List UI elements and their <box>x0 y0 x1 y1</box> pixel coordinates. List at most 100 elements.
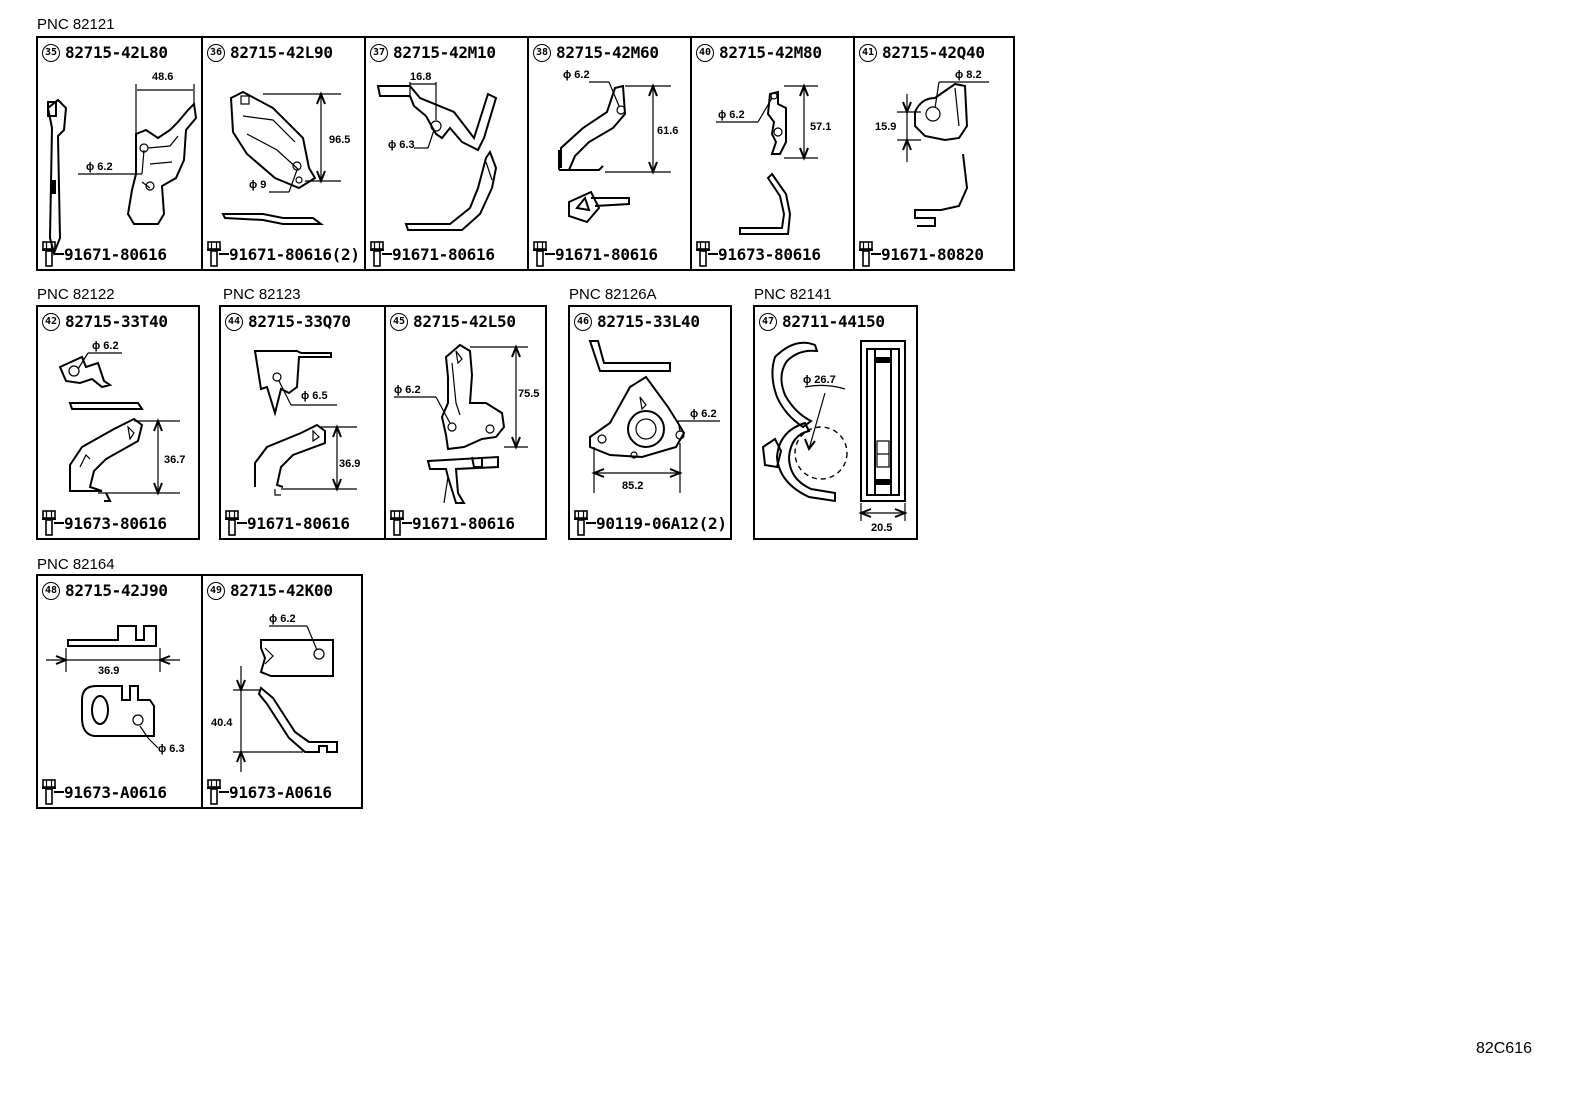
cell-38[interactable]: 38 82715-42M60 ϕ 6.2 61.6 91671-80616 <box>527 38 690 269</box>
ref-number-badge: 49 <box>207 581 225 600</box>
dim-label: ϕ 8.2 <box>955 69 982 81</box>
bolt-callout: 91671-80616 <box>533 241 658 267</box>
dim-label: 61.6 <box>657 125 678 137</box>
cell-47[interactable]: 47 82711-44150 ϕ 26.7 20.5 <box>755 307 916 538</box>
cell-40[interactable]: 40 82715-42M80 ϕ 6.2 57.1 91673-80616 <box>690 38 853 269</box>
cell-header: 35 82715-42L80 <box>42 43 168 62</box>
leader-line <box>545 253 555 255</box>
dim-label: 36.7 <box>164 454 185 466</box>
bolt-part-number[interactable]: 91673-A0616 <box>229 782 332 802</box>
part-number[interactable]: 82715-33T40 <box>65 312 168 331</box>
bolt-callout: 91671-80616 <box>370 241 495 267</box>
pnc-label-82121: PNC 82121 <box>37 16 115 33</box>
ref-number-badge: 35 <box>42 43 60 62</box>
part-number[interactable]: 82715-42K00 <box>230 581 333 600</box>
cell-44[interactable]: 44 82715-33Q70 ϕ 6.5 36.9 91671-80616 <box>221 307 384 538</box>
bolt-callout: 90119-06A12(2) <box>574 510 727 536</box>
ref-number-badge: 38 <box>533 43 551 62</box>
leader-line <box>54 522 64 524</box>
cell-header: 45 82715-42L50 <box>390 312 516 331</box>
dim-label: 40.4 <box>211 717 233 729</box>
bolt-part-number[interactable]: 91671-80616 <box>247 513 350 533</box>
dim-label: 96.5 <box>329 134 350 146</box>
bolt-callout: 91671-80616 <box>390 510 515 536</box>
pnc-label-82126a: PNC 82126A <box>569 286 657 303</box>
clamp-drawing: ϕ 26.7 20.5 <box>761 340 908 534</box>
bolt-part-number[interactable]: 91671-80616 <box>64 244 167 264</box>
bracket-drawing: 48.6 ϕ 6.2 <box>46 71 198 257</box>
part-number[interactable]: 82715-42L90 <box>230 43 333 62</box>
part-number[interactable]: 82715-33L40 <box>597 312 700 331</box>
part-number[interactable]: 82715-42M10 <box>393 43 496 62</box>
cell-header: 48 82715-42J90 <box>42 581 168 600</box>
cell-35[interactable]: 35 82715-42L80 48.6 ϕ 6.2 91671-80616 <box>38 38 201 269</box>
ref-number-badge: 46 <box>574 312 592 331</box>
cell-48[interactable]: 48 82715-42J90 36.9 ϕ 6.3 91673-A0616 <box>38 576 201 807</box>
bracket-drawing: ϕ 8.2 15.9 <box>875 69 989 227</box>
part-number[interactable]: 82715-33Q70 <box>248 312 351 331</box>
bolt-part-number[interactable]: 91673-80616 <box>64 513 167 533</box>
bracket-drawing: ϕ 6.2 57.1 <box>716 83 831 235</box>
dim-label: 36.9 <box>339 458 360 470</box>
part-number[interactable]: 82715-42L50 <box>413 312 516 331</box>
bolt-part-number[interactable]: 91671-80616 <box>555 244 658 264</box>
part-number[interactable]: 82715-42Q40 <box>882 43 985 62</box>
ref-number-badge: 47 <box>759 312 777 331</box>
dim-label: ϕ 6.5 <box>301 390 328 402</box>
dim-label: ϕ 6.2 <box>269 613 296 625</box>
cell-header: 40 82715-42M80 <box>696 43 822 62</box>
ref-number-badge: 41 <box>859 43 877 62</box>
bolt-callout: 91673-A0616 <box>42 779 167 805</box>
cell-header: 36 82715-42L90 <box>207 43 333 62</box>
cell-41[interactable]: 41 82715-42Q40 ϕ 8.2 15.9 91671-80820 <box>853 38 1016 269</box>
cell-header: 46 82715-33L40 <box>574 312 700 331</box>
part-number[interactable]: 82711-44150 <box>782 312 885 331</box>
leader-line <box>54 791 64 793</box>
dim-label: 16.8 <box>410 71 431 83</box>
bracket-drawing: ϕ 6.2 40.4 <box>211 613 338 772</box>
bolt-part-number[interactable]: 91673-A0616 <box>64 782 167 802</box>
cell-37[interactable]: 37 82715-42M10 16.8 ϕ 6.3 91671-80616 <box>364 38 527 269</box>
cell-42[interactable]: 42 82715-33T40 ϕ 6.2 36.7 91673-80616 <box>38 307 198 538</box>
bolt-part-number[interactable]: 91671-80616(2) <box>229 244 360 264</box>
dim-label: 15.9 <box>875 121 896 133</box>
part-number[interactable]: 82715-42M60 <box>556 43 659 62</box>
bolt-part-number[interactable]: 91671-80616 <box>392 244 495 264</box>
part-number[interactable]: 82715-42M80 <box>719 43 822 62</box>
dim-label: ϕ 6.2 <box>690 408 717 420</box>
bolt-part-number[interactable]: 91671-80616 <box>412 513 515 533</box>
cell-49[interactable]: 49 82715-42K00 ϕ 6.2 40.4 91673-A0616 <box>201 576 361 807</box>
bolt-callout: 91673-A0616 <box>207 779 332 805</box>
dim-label: ϕ 6.2 <box>92 340 119 352</box>
ref-number-badge: 37 <box>370 43 388 62</box>
leader-line <box>382 253 392 255</box>
bolt-part-number[interactable]: 90119-06A12(2) <box>596 513 727 533</box>
bolt-callout: 91671-80616 <box>225 510 350 536</box>
ref-number-badge: 48 <box>42 581 60 600</box>
bracket-drawing: ϕ 6.2 61.6 <box>558 69 678 224</box>
part-number[interactable]: 82715-42L80 <box>65 43 168 62</box>
leader-line <box>586 522 596 524</box>
bolt-part-number[interactable]: 91671-80820 <box>881 244 984 264</box>
cell-header: 47 82711-44150 <box>759 312 885 331</box>
ref-number-badge: 40 <box>696 43 714 62</box>
group-pnc-82141: 47 82711-44150 ϕ 26.7 20.5 <box>753 305 918 540</box>
bracket-drawing: ϕ 6.2 36.7 <box>58 340 185 502</box>
ref-number-badge: 45 <box>390 312 408 331</box>
pnc-label-82123: PNC 82123 <box>223 286 301 303</box>
dim-label: ϕ 6.3 <box>158 743 185 755</box>
leader-line <box>402 522 412 524</box>
group-pnc-82123: 44 82715-33Q70 ϕ 6.5 36.9 91671-80616 45 <box>219 305 547 540</box>
pnc-label-82164: PNC 82164 <box>37 556 115 573</box>
cell-36[interactable]: 36 82715-42L90 96.5 ϕ 9 91671-80616(2) <box>201 38 364 269</box>
dim-label: ϕ 6.2 <box>394 384 421 396</box>
part-number[interactable]: 82715-42J90 <box>65 581 168 600</box>
bracket-drawing: 36.9 ϕ 6.3 <box>46 625 185 755</box>
dim-label: 85.2 <box>622 480 643 492</box>
dim-label: ϕ 6.2 <box>86 161 113 173</box>
cell-46[interactable]: 46 82715-33L40 ϕ 6.2 85.2 90119-06A12(2) <box>570 307 730 538</box>
dim-label: 20.5 <box>871 522 892 534</box>
bolt-callout: 91671-80616(2) <box>207 241 360 267</box>
bolt-part-number[interactable]: 91673-80616 <box>718 244 821 264</box>
cell-45[interactable]: 45 82715-42L50 ϕ 6.2 75.5 91671-80616 <box>384 307 545 538</box>
